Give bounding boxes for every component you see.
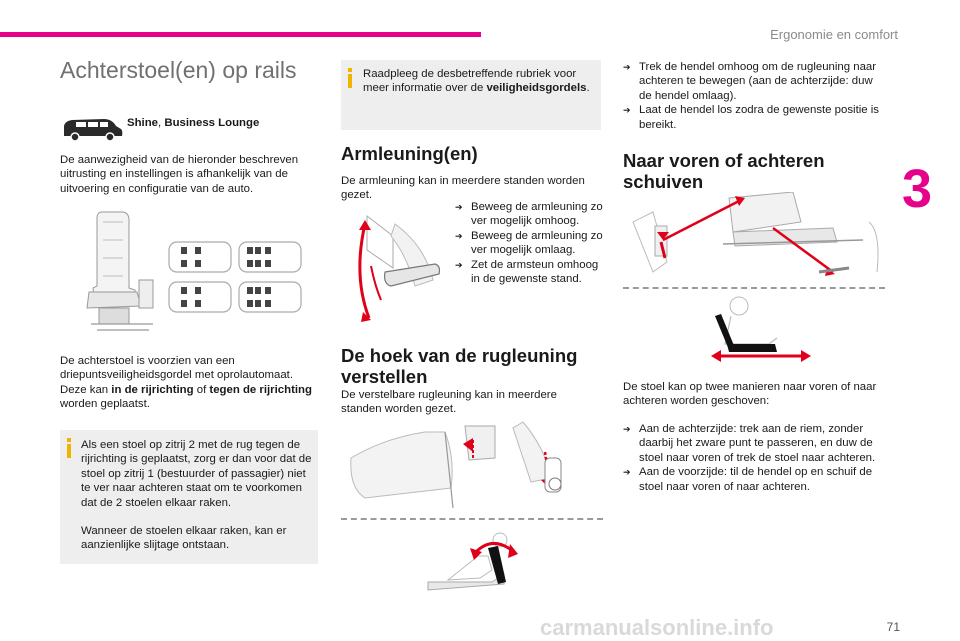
backrest-heading: De hoek van de rugleuning verstellen	[341, 345, 578, 387]
warning-note-box: Als een stoel op zitrij 2 met de rug teg…	[60, 430, 318, 564]
info-note-box: Raadpleeg de desbetreffende rubriek voor…	[341, 60, 601, 130]
divider-dashed	[341, 518, 603, 520]
backrest-step: Trek de hendel omhoog om de rugleuning n…	[623, 60, 885, 103]
seat-rail-illustration	[623, 191, 885, 284]
header-accent-bar	[0, 32, 481, 37]
divider-dashed	[623, 287, 885, 289]
armrest-step: Zet de armsteun omhoog in de gewenste st…	[455, 258, 605, 287]
intro-text: De aanwezigheid van de hieronder beschre…	[60, 154, 299, 195]
slide-intro: De stoel kan op twee manieren naar voren…	[623, 381, 877, 408]
armrest-heading: Armleuning(en)	[341, 143, 478, 164]
page-title: Achterstoel(en) op rails	[60, 57, 297, 83]
backrest-steps: Trek de hendel omhoog om de rugleuning n…	[623, 60, 885, 132]
slide-step: Aan de voorzijde: til de hendel op en sc…	[623, 465, 885, 494]
slide-steps: Aan de achterzijde: trek aan de riem, zo…	[623, 422, 885, 494]
backrest-step: Laat de hendel los zodra de gewenste pos…	[623, 103, 885, 132]
backrest-intro: De verstelbare rugleuning kan in meerder…	[341, 389, 557, 416]
armrest-intro: De armleuning kan in meerdere standen wo…	[341, 175, 585, 202]
section-header: Ergonomie en comfort	[770, 27, 898, 42]
backrest-recline-illustration	[418, 530, 518, 592]
rear-seat-illustration	[83, 210, 313, 342]
info-icon	[348, 68, 352, 88]
slide-step: Aan de achterzijde: trek aan de riem, zo…	[623, 422, 885, 465]
belt-text: De achterstoel is voorzien van een driep…	[60, 355, 312, 411]
armrest-steps: Beweeg de armleuning zo ver mogelijk omh…	[455, 200, 605, 286]
armrest-step: Beweeg de armleuning zo ver mogelijk oml…	[455, 229, 605, 258]
note-text-2: Wanneer de stoelen elkaar raken, kan er …	[81, 525, 287, 552]
watermark: carmanualsonline.info	[540, 615, 774, 640]
trim-versions: Shine, Business Lounge	[127, 117, 260, 129]
seat-slide-illustration	[705, 294, 815, 362]
armrest-illustration	[355, 206, 445, 326]
info-icon	[67, 438, 71, 458]
page-number: 71	[886, 620, 900, 634]
chapter-number: 3	[902, 159, 933, 219]
van-icon	[60, 114, 124, 142]
note-text-1: Als een stoel op zitrij 2 met de rug teg…	[81, 439, 312, 509]
info-note-text: Raadpleeg de desbetreffende rubriek voor…	[363, 68, 590, 95]
slide-heading: Naar voren of achteren schuiven	[623, 150, 825, 192]
backrest-lever-illustration	[345, 418, 603, 510]
armrest-step: Beweeg de armleuning zo ver mogelijk omh…	[455, 200, 605, 229]
